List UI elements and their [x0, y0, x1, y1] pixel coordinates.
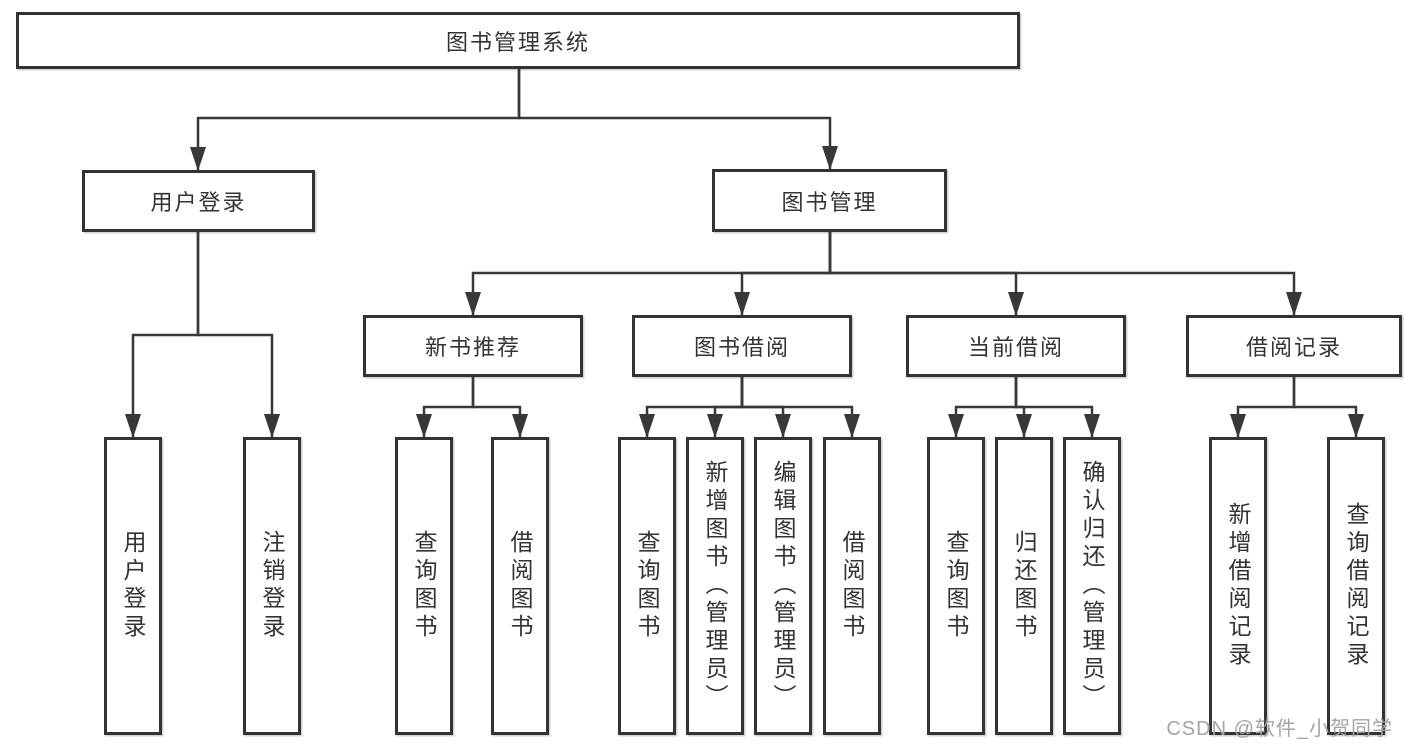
leaf-recommend-search-books-label: 查询图书 [411, 530, 437, 642]
leaf-current-return-books-label: 归还图书 [1011, 530, 1037, 642]
leaf-current-confirm-return-admin: 确认归还（管理员） [1063, 437, 1121, 735]
branch-user-login-label: 用户登录 [150, 190, 247, 215]
edge-root-to-user-login [190, 69, 521, 171]
leaf-records-add-record: 新增借阅记录 [1209, 437, 1267, 735]
branch-user-login: 用户登录 [82, 170, 315, 232]
leaf-current-confirm-return-admin-label: 确认归还（管理员） [1079, 460, 1105, 712]
branch-book-management-label: 图书管理 [781, 189, 878, 215]
edge-mgmt-to-borrowing-records [828, 232, 1302, 316]
leaf-logout-label: 注销登录 [259, 530, 285, 642]
branch-book-borrowing: 图书借阅 [632, 315, 852, 377]
edge-mgmt-to-current-borrowing [828, 232, 1024, 316]
leaf-current-search-books-label: 查询图书 [943, 530, 969, 642]
edge-records-to-search-record [1292, 377, 1364, 438]
edge-borrowing-to-search [639, 377, 744, 438]
leaf-borrowing-borrow-books: 借阅图书 [823, 437, 881, 735]
root-system: 图书管理系统 [16, 12, 1020, 69]
branch-new-book-recommend: 新书推荐 [363, 315, 583, 377]
leaf-user-login: 用户登录 [104, 437, 162, 735]
csdn-watermark: CSDN @软件_小贺同学 [1166, 718, 1393, 740]
leaf-borrowing-borrow-books-label: 借阅图书 [839, 530, 865, 642]
edge-mgmt-to-book-borrowing [734, 232, 832, 316]
branch-borrowing-records-label: 借阅记录 [1245, 335, 1342, 360]
leaf-records-search-record-label: 查询借阅记录 [1343, 502, 1369, 670]
edge-current-to-return [1014, 377, 1032, 438]
leaf-records-search-record: 查询借阅记录 [1327, 437, 1385, 735]
leaf-borrowing-add-books-admin-label: 新增图书（管理员） [702, 460, 728, 712]
edge-recommend-to-search [416, 377, 475, 438]
leaf-borrowing-edit-books-admin-label: 编辑图书（管理员） [770, 460, 796, 712]
leaf-borrowing-search-books: 查询图书 [618, 437, 676, 735]
leaf-current-return-books: 归还图书 [995, 437, 1053, 735]
leaf-recommend-borrow-books-label: 借阅图书 [507, 530, 533, 642]
edge-root-to-book-management [517, 69, 838, 170]
edge-recommend-to-borrow [471, 377, 528, 438]
leaf-borrowing-search-books-label: 查询图书 [634, 530, 660, 642]
leaf-current-search-books: 查询图书 [927, 437, 985, 735]
branch-current-borrowing: 当前借阅 [906, 315, 1126, 377]
edge-borrowing-to-edit [740, 377, 791, 438]
branch-new-book-recommend-label: 新书推荐 [424, 335, 521, 360]
branch-book-borrowing-label: 图书借阅 [693, 335, 790, 360]
edge-borrowing-to-borrow [740, 377, 860, 438]
edge-current-to-search [948, 377, 1018, 438]
leaf-user-login-label: 用户登录 [120, 530, 146, 642]
edge-borrowing-to-add [707, 377, 744, 438]
root-system-label: 图书管理系统 [445, 29, 590, 55]
edge-records-to-add-record [1230, 377, 1296, 438]
leaf-records-add-record-label: 新增借阅记录 [1225, 502, 1251, 670]
leaf-recommend-search-books: 查询图书 [395, 437, 453, 735]
branch-book-management: 图书管理 [712, 169, 947, 232]
edge-mgmt-to-new-book-recommend [465, 232, 832, 316]
leaf-borrowing-add-books-admin: 新增图书（管理员） [686, 437, 744, 735]
edge-login-to-logout-leaf [196, 232, 280, 438]
leaf-logout: 注销登录 [243, 437, 301, 735]
branch-borrowing-records: 借阅记录 [1186, 315, 1402, 377]
branch-current-borrowing-label: 当前借阅 [967, 335, 1064, 360]
leaf-recommend-borrow-books: 借阅图书 [491, 437, 549, 735]
edge-login-to-user-login-leaf [125, 232, 200, 438]
leaf-borrowing-edit-books-admin: 编辑图书（管理员） [754, 437, 812, 735]
edge-current-to-confirm-return [1014, 377, 1100, 438]
